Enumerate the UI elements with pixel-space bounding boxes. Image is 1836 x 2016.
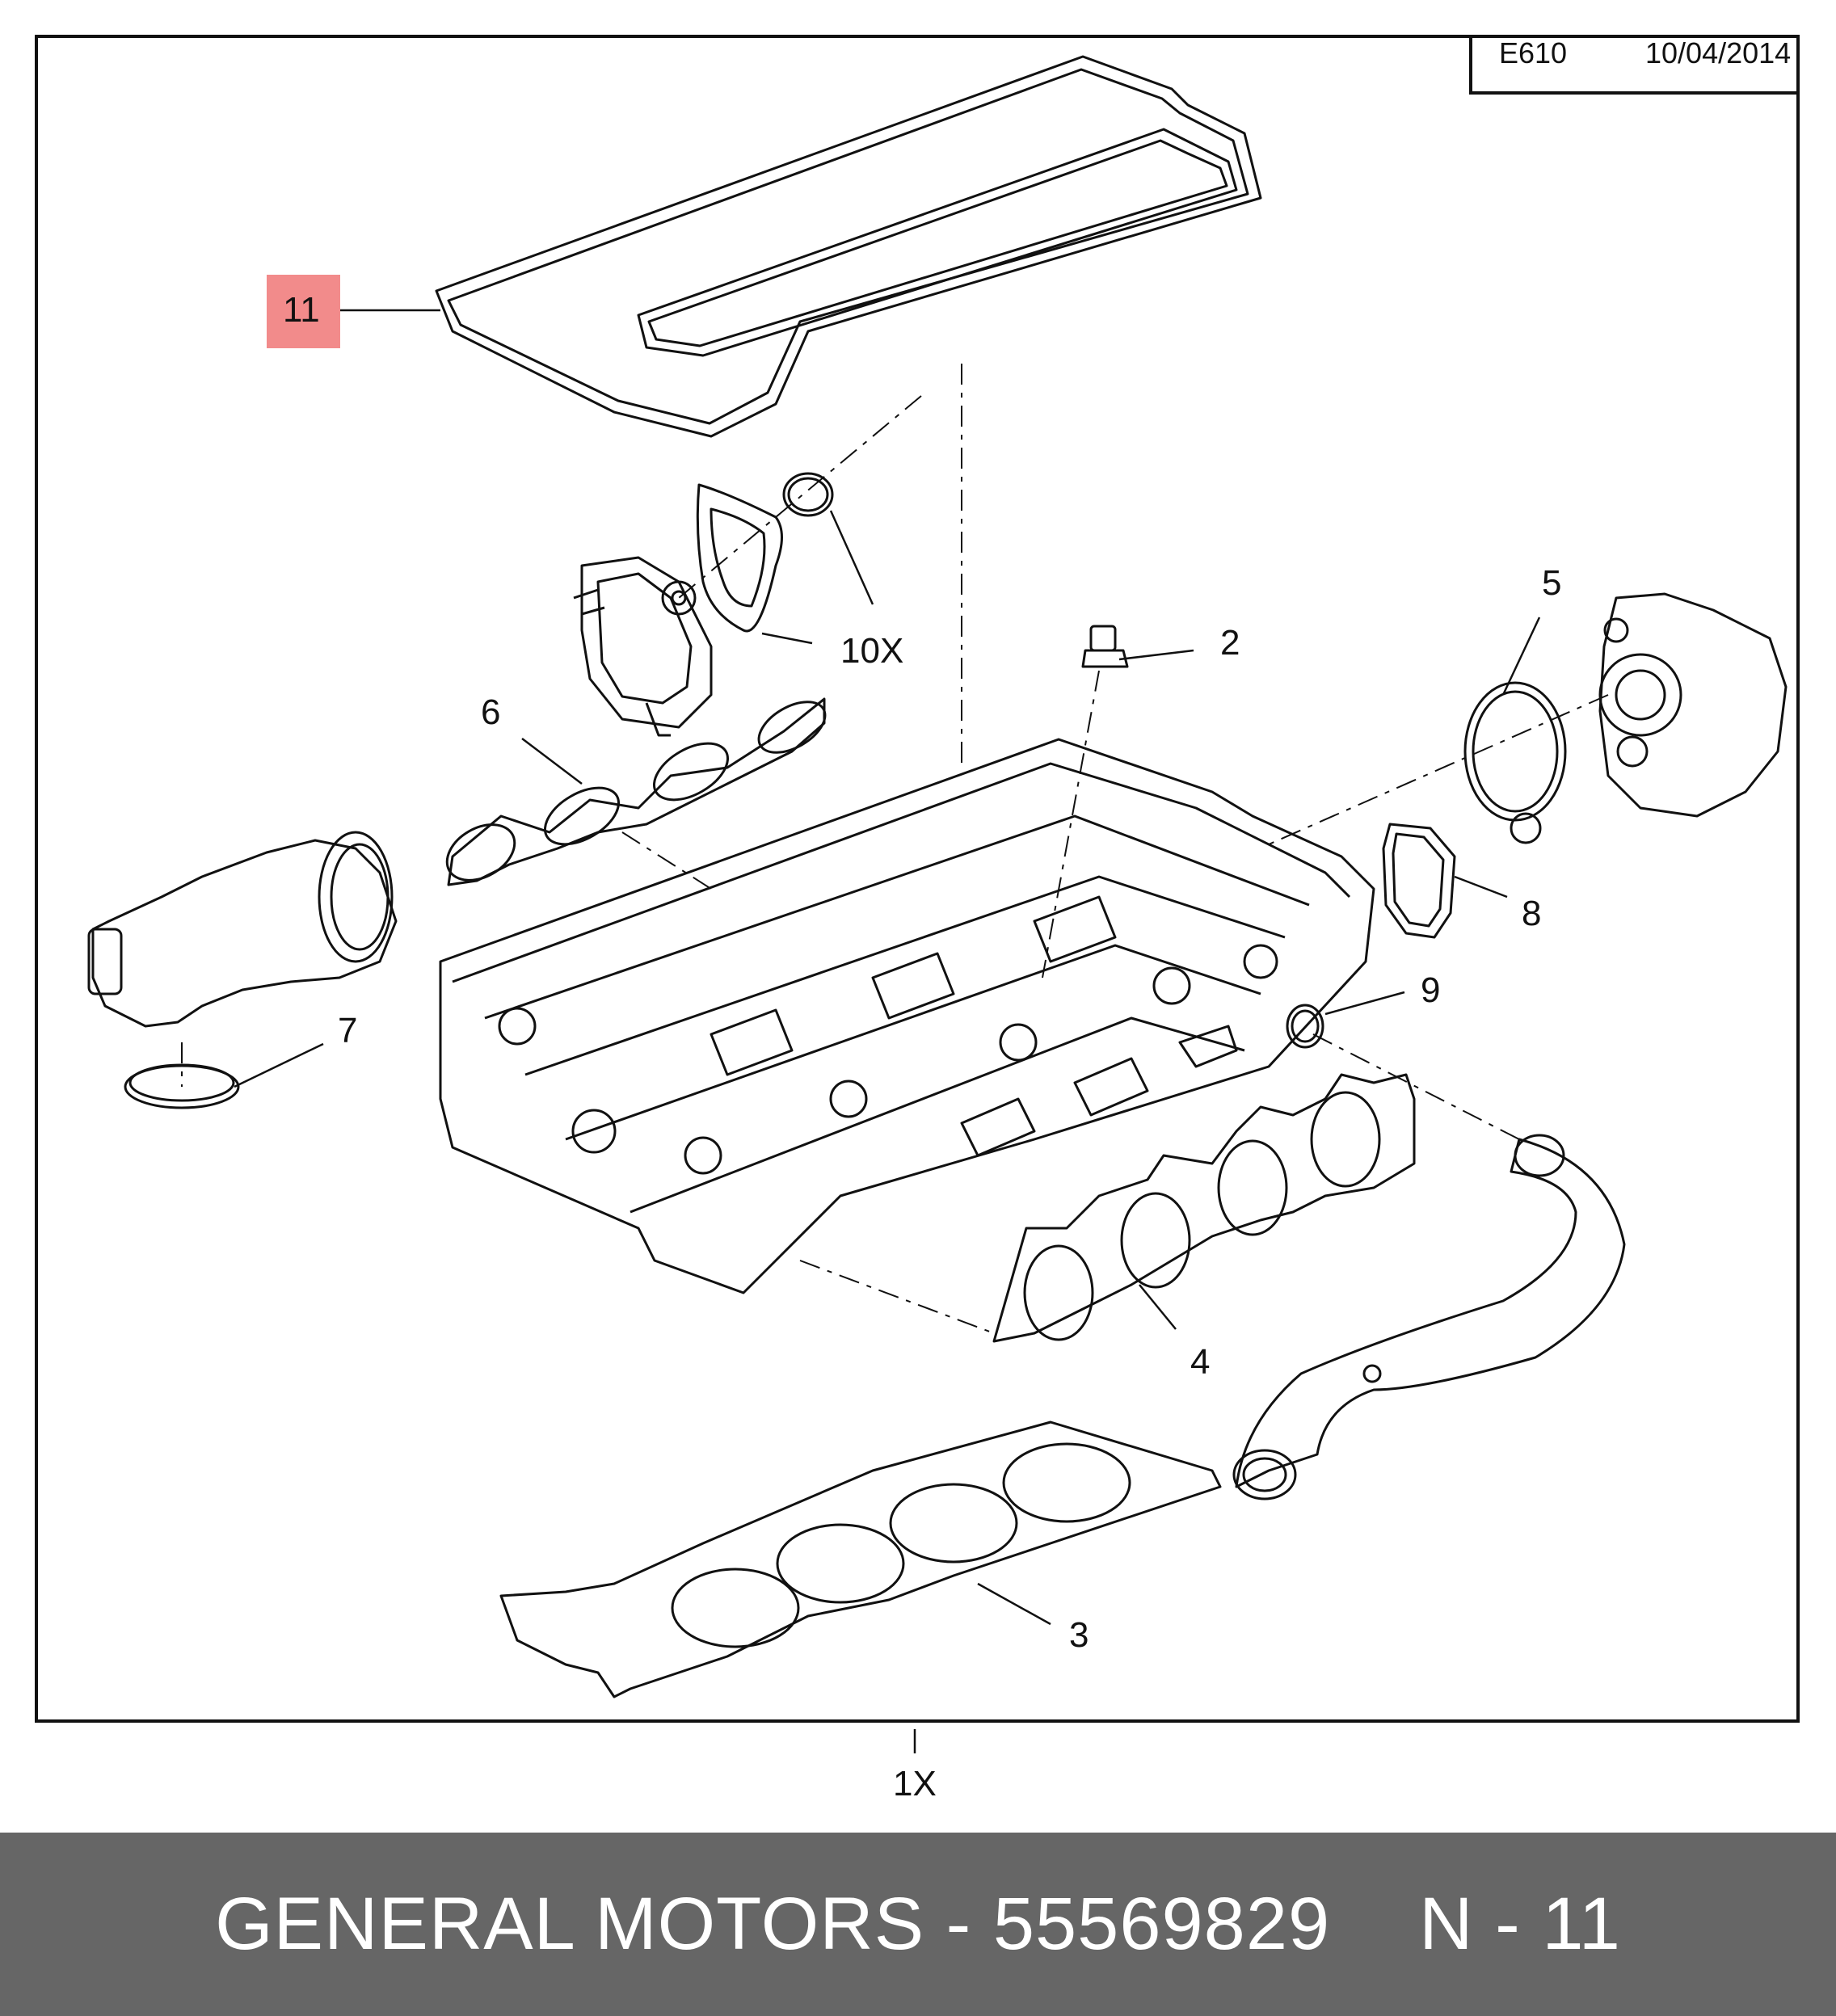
callout-4[interactable]: 4 bbox=[1190, 1342, 1210, 1382]
callout-5[interactable]: 5 bbox=[1542, 563, 1561, 603]
footer-ref: N - 11 bbox=[1419, 1883, 1621, 1965]
callout-9[interactable]: 9 bbox=[1421, 970, 1440, 1010]
callout-6[interactable]: 6 bbox=[481, 692, 500, 732]
footer-bar: GENERAL MOTORS - 55569829 N - 11 bbox=[0, 1833, 1836, 2016]
coolant-hose bbox=[1232, 1134, 1626, 1500]
thermostat-housing bbox=[87, 831, 398, 1028]
head-gasket bbox=[499, 1420, 1222, 1698]
thermostat-seal bbox=[124, 1063, 240, 1109]
parts-diagram: E610 10/04/2014 bbox=[35, 35, 1800, 1803]
fuel-pump bbox=[573, 483, 783, 737]
valve-cover-gasket bbox=[435, 55, 1262, 438]
intake-manifold-gasket bbox=[445, 697, 827, 886]
exhaust-manifold-gasket bbox=[992, 1073, 1416, 1343]
gasket-8 bbox=[1382, 823, 1456, 939]
cylinder-head bbox=[439, 738, 1375, 1294]
footer-brand-part: GENERAL MOTORS - 55569829 bbox=[215, 1883, 1331, 1965]
highlight-11 bbox=[267, 275, 340, 348]
callout-1[interactable]: 1X bbox=[893, 1764, 937, 1803]
callout-11[interactable]: 11 bbox=[283, 290, 320, 330]
vacuum-pump-seal bbox=[1463, 681, 1567, 844]
callout-3[interactable]: 3 bbox=[1069, 1615, 1089, 1655]
o-ring-9 bbox=[1286, 1004, 1324, 1049]
callout-8[interactable]: 8 bbox=[1522, 894, 1541, 933]
callout-7[interactable]: 7 bbox=[338, 1011, 357, 1050]
pcv-valve bbox=[1081, 625, 1129, 668]
vacuum-pump bbox=[1598, 592, 1788, 818]
callout-10[interactable]: 10X bbox=[840, 631, 903, 671]
diagram-code: E610 bbox=[1499, 36, 1567, 69]
o-ring-10 bbox=[782, 472, 834, 517]
diagram-date: 10/04/2014 bbox=[1645, 36, 1791, 69]
callout-2[interactable]: 2 bbox=[1220, 623, 1240, 663]
